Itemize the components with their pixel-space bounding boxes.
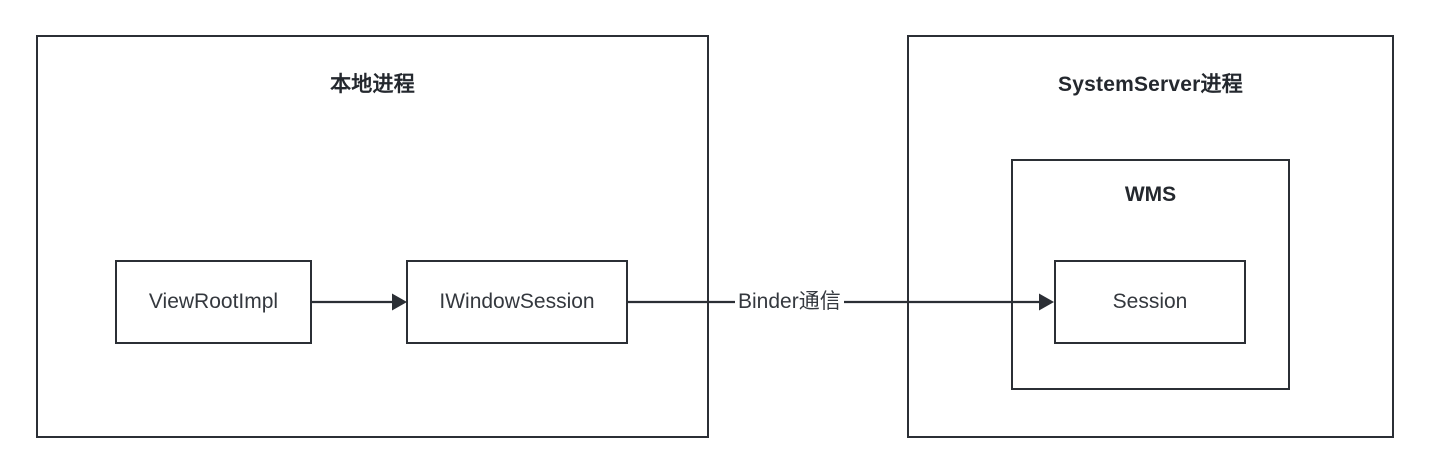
node-session[interactable]: Session [1054,260,1246,344]
edge-label-binder: Binder通信 [735,288,844,316]
node-iwindowsession-label: IWindowSession [439,290,595,313]
local-process-title: 本地进程 [330,73,415,96]
node-session-label: Session [1112,290,1188,313]
node-viewrootimpl[interactable]: ViewRootImpl [115,260,312,344]
node-viewrootimpl-label: ViewRootImpl [148,290,279,313]
system-server-title: SystemServer进程 [1058,73,1243,96]
wms-title: WMS [1124,183,1177,206]
node-iwindowsession[interactable]: IWindowSession [406,260,628,344]
container-local-process: 本地进程 [36,35,709,438]
